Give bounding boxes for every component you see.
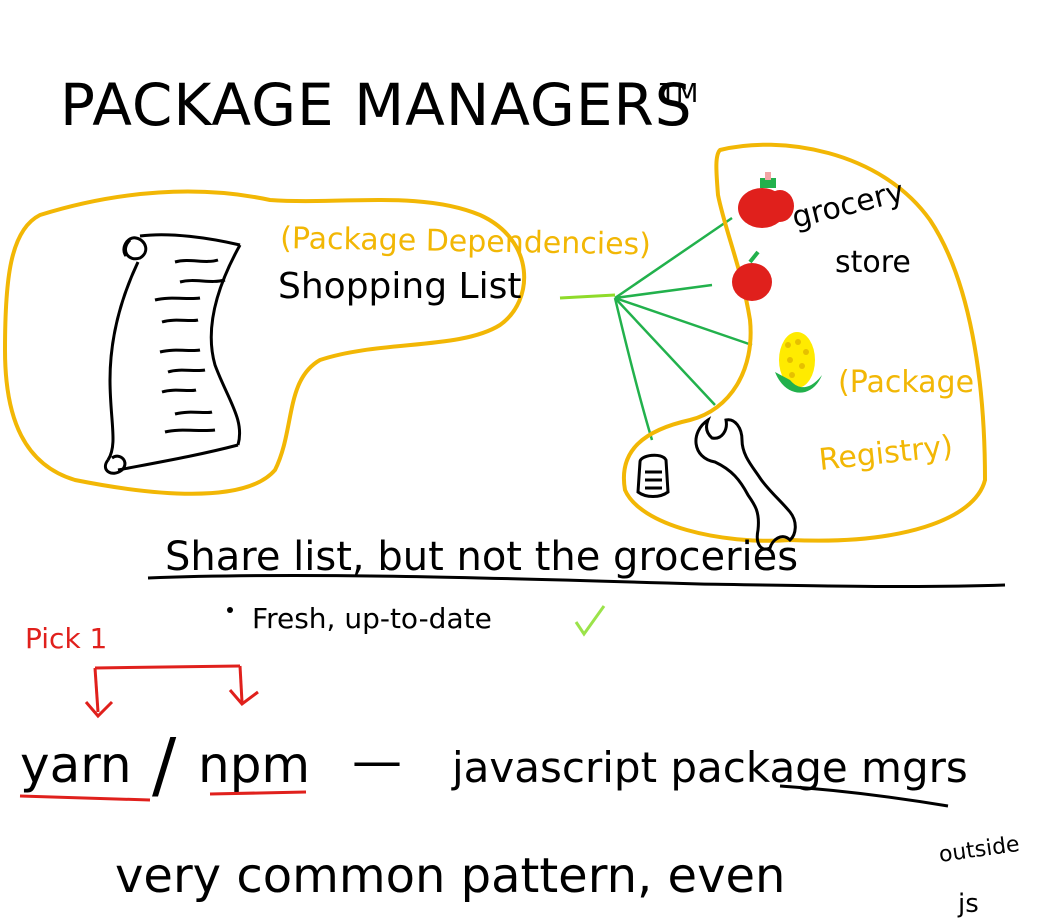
headline-underline — [147, 574, 1006, 589]
headline-text: Share list, but not the groceries — [165, 534, 798, 580]
apple-icon — [738, 172, 794, 228]
footer-line: very common pattern, even — [115, 848, 785, 904]
description-underline — [779, 784, 949, 808]
connection-stem — [559, 293, 616, 300]
footer-aside-outside: outside — [937, 832, 1021, 868]
shopping-list-label: Shopping List — [278, 266, 521, 307]
jar-icon — [636, 453, 670, 498]
manager-description: javascript package mgrs — [451, 743, 968, 792]
pick-one-label: Pick 1 — [25, 622, 107, 655]
store-label-line2: store — [835, 245, 911, 280]
dash-separator: — — [352, 732, 402, 790]
dependencies-blob — [2, 189, 527, 496]
arrow-down-icon — [84, 700, 114, 719]
yarn-underline — [19, 794, 151, 802]
wrench-icon — [694, 416, 797, 551]
separator-slash: / — [152, 723, 177, 807]
bullet-text: Fresh, up-to-date — [252, 602, 492, 635]
scroll-icon — [103, 233, 242, 475]
connection-lines — [613, 216, 753, 441]
checkmark-icon — [574, 605, 606, 637]
arrow-down-icon — [228, 689, 259, 707]
npm-label: npm — [198, 736, 310, 794]
yarn-label: yarn — [20, 736, 132, 794]
pick-arrows — [84, 664, 259, 719]
bullet-dot — [227, 607, 233, 613]
store-label-line1: grocery — [788, 174, 907, 236]
page-title: PACKAGE MANAGERS — [60, 71, 693, 139]
npm-underline — [209, 790, 307, 796]
apple-icon — [732, 250, 772, 301]
trademark-mark: TM — [659, 79, 698, 109]
footer-aside-js: js — [957, 889, 979, 919]
dependencies-label: (Package Dependencies) — [280, 221, 651, 262]
registry-label-line1: (Package — [838, 365, 974, 400]
registry-label-line2: Registry) — [817, 429, 954, 478]
corn-icon — [775, 332, 822, 393]
